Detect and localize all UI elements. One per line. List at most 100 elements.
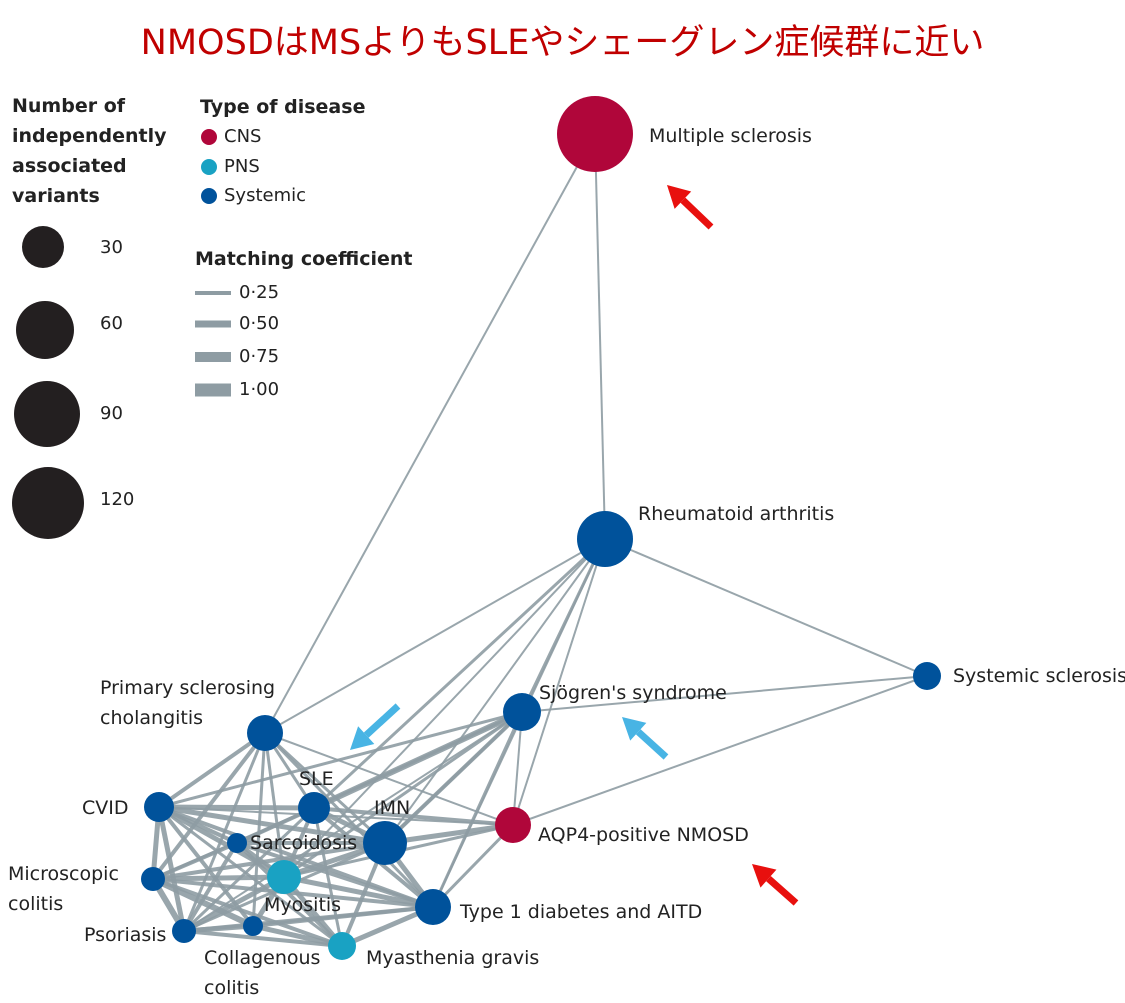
edge-ra-nmosd [512,538,606,826]
edge-ccol-mg [252,923,343,949]
node-cvid [144,792,174,822]
legend-coef-swatch-1 [195,320,231,328]
edge-pso-mg [183,929,343,948]
legend-coef-swatch-0 [195,291,231,295]
edge-ra-sle [312,537,607,810]
node-layer [141,96,941,960]
label-sle: SLE [299,768,334,790]
edge-pso-myo [182,874,286,934]
legend-type-cns: CNS [224,126,262,147]
legend-coef-050: 0·50 [239,313,280,334]
edge-imn-sjo [383,710,524,845]
legend-type-pns: PNS [224,156,260,177]
edge-mcol-myo [152,874,285,882]
node-sle [298,792,330,824]
legend-coef-100: 1·00 [239,379,280,400]
edge-psc-cvid [157,731,267,809]
edge-sarc-t1d [236,841,434,909]
edge-ra-ssc [604,538,928,677]
label-microscopic-colitis: Microscopic colitis [8,863,119,915]
label-primary-sclerosing-cholangitis: Primary sclerosing cholangitis [100,677,276,729]
edge-nmosd-t1d [431,823,515,909]
arrow-blue-sle [350,703,401,750]
legend-coef-swatch-2 [195,352,231,362]
edge-mcol-t1d [152,877,434,909]
edge-nmosd-cvid [158,806,514,826]
label-myositis: Myositis [264,894,342,916]
edge-ra-imn [384,538,606,844]
edge-psc-imn [263,731,387,845]
node-psc [247,715,283,751]
edge-psc-t1d [263,731,435,909]
legend-size-90: 90 [100,403,123,424]
node-mcol [141,867,165,891]
label-aqp4-nmosd: AQP4-positive NMOSD [538,824,749,846]
edge-sjo-pso [183,711,523,932]
edge-ms-psc [264,133,596,734]
label-sarcoidosis: Sarcoidosis [250,832,358,854]
legend-coef-swatch-3 [195,383,231,397]
arrow-red-ms [667,185,714,230]
legend-type-dot-systemic [201,188,217,204]
edge-nmosd-psc [264,732,514,826]
legend-size-circle-60 [16,301,74,359]
label-imn: IMN [374,797,411,819]
edge-sjo-t1d [431,711,524,908]
node-myo [267,860,301,894]
arrow-red-nmosd [752,864,799,906]
edge-ssc-sjo [521,675,928,713]
edge-imn-mcol [152,841,386,881]
legend-marks [12,129,231,539]
arrow-blue-sjogren [622,717,669,760]
legend-type-title: Type of disease [200,96,366,118]
node-pso [172,919,196,943]
legend-type-systemic: Systemic [224,185,307,206]
legend-coef-025: 0·25 [239,282,280,303]
label-type1-diabetes-aitd: Type 1 diabetes and AITD [460,901,703,923]
edge-pso-sarc [182,841,239,933]
legend-size-circle-30 [22,226,64,268]
edge-sle-cvid [158,804,315,811]
edge-mcol-sarc [152,841,238,881]
node-sjo [503,693,541,731]
legend-size-circle-120 [12,467,84,539]
edge-cvid-myo [157,804,286,880]
legend-type-dot-pns [201,159,217,175]
page-title: NMOSDはMSよりもSLEやシェーグレン症候群に近い [140,23,985,63]
label-cvid: CVID [82,797,129,819]
node-sarc [227,833,247,853]
label-rheumatoid-arthritis: Rheumatoid arthritis [638,503,835,525]
legend-coef-title: Matching coefficient [195,248,413,270]
legend-size-title: Number of independently associated varia… [12,95,167,207]
label-multiple-sclerosis: Multiple sclerosis [649,125,812,147]
node-ra [577,511,633,567]
legend-coef-075: 0·75 [239,346,280,367]
node-imn [363,821,407,865]
legend-size-120: 120 [100,489,135,510]
node-mg [328,932,356,960]
edge-ccol-t1d [252,905,434,928]
arrow-layer [350,185,799,906]
label-psoriasis: Psoriasis [84,924,167,946]
node-ssc [913,662,941,690]
legend-type-dot-cns [201,129,217,145]
label-myasthenia-gravis: Myasthenia gravis [366,947,540,969]
edge-cvid-ccol [157,805,255,928]
node-ccol [243,916,263,936]
label-sjogren-syndrome: Sjögren's syndrome [539,682,727,704]
legend-size-30: 30 [100,237,123,258]
node-nmosd [495,807,531,843]
edge-ms-ra [594,133,606,540]
edge-myo-t1d [283,874,434,910]
node-ms [557,96,633,172]
edge-ssc-nmosd [512,675,928,826]
label-systemic-sclerosis: Systemic sclerosis [953,665,1125,687]
label-collagenous-colitis: Collagenous colitis [204,947,321,999]
edge-mcol-mg [152,877,343,948]
legend-size-60: 60 [100,313,123,334]
legend-size-circle-90 [14,381,80,447]
edge-ra-psc [264,538,606,734]
node-t1d [415,889,451,925]
edge-imn-cvid [158,804,386,846]
